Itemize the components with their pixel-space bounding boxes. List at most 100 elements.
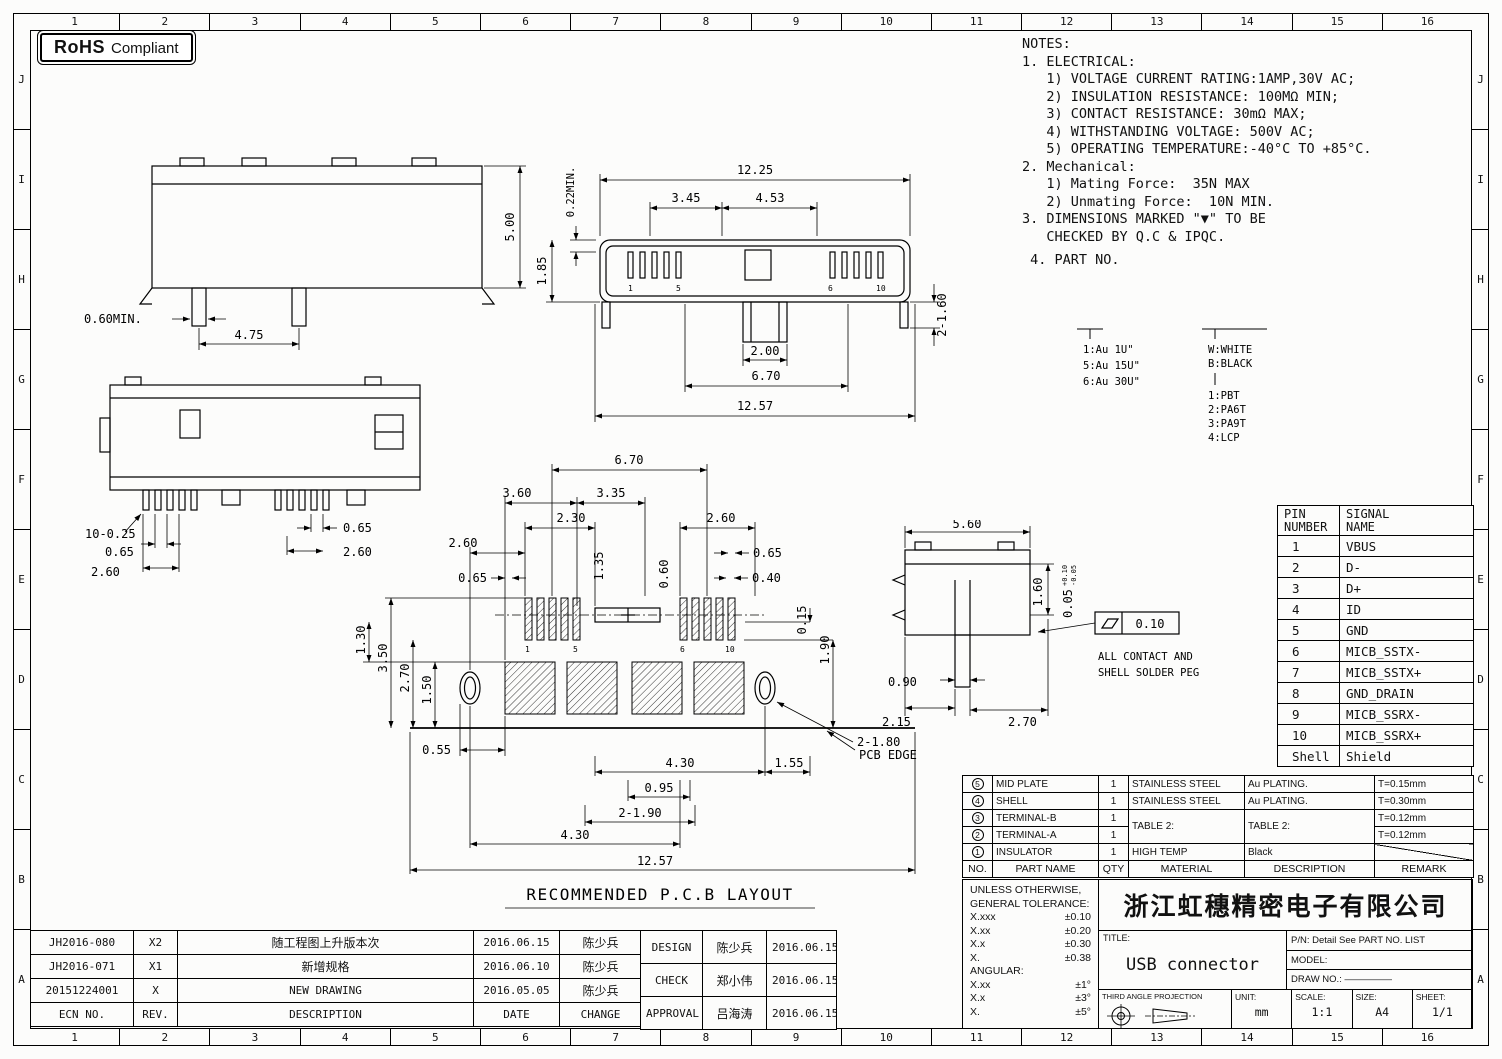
- zone-label: C: [13, 729, 30, 829]
- revision-row: JH2016-080 X2 随工程图上升版本次 2016.06.15 陈少兵: [30, 930, 642, 955]
- pcb-layout-title: RECOMMENDED P.C.B LAYOUT: [526, 885, 793, 904]
- tolerance-title: GENERAL TOLERANCE:: [970, 897, 1090, 910]
- pad-number: 5: [573, 645, 578, 654]
- bom-row: 2 TERMINAL-A 1 T=0.12mm: [962, 826, 1474, 844]
- dim-width: 5.60: [953, 520, 982, 531]
- cell: JH2016-080: [30, 930, 134, 955]
- zone-label: C: [1472, 729, 1489, 829]
- cell: TABLE 2:: [1128, 809, 1245, 844]
- note-line: 4. PART NO.: [1022, 252, 1120, 268]
- projection-label: THIRD ANGLE PROJECTION: [1102, 992, 1203, 1001]
- revision-row: 20151224001 X NEW DRAWING 2016.05.05 陈少兵: [30, 978, 642, 1003]
- zone-label: I: [1472, 129, 1489, 229]
- zone-label: I: [13, 129, 30, 229]
- connector-top-outline: [99, 376, 421, 511]
- note-line: 3) CONTACT RESISTANCE: 30mΩ MAX;: [1022, 106, 1307, 122]
- zone-label: 10: [840, 13, 931, 30]
- zone-label: 5: [389, 1029, 480, 1046]
- cell: D+: [1339, 577, 1474, 599]
- zone-label: E: [1472, 529, 1489, 629]
- cell: JH2016-071: [30, 954, 134, 979]
- zone-label: 7: [570, 13, 660, 30]
- cell: 陈少兵: [559, 954, 642, 979]
- cell: PART NAME: [992, 860, 1099, 878]
- dim: 0.60: [657, 560, 671, 589]
- cell: STAINLESS STEEL: [1128, 775, 1245, 793]
- cell: 1: [1277, 535, 1340, 557]
- cell: TERMINAL-A: [992, 826, 1099, 844]
- dim: 3.60: [503, 486, 532, 500]
- cell: X: [133, 978, 178, 1003]
- note-line: 1. ELECTRICAL:: [1022, 53, 1136, 70]
- cell: X1: [133, 954, 178, 979]
- cell: 1: [1098, 843, 1129, 861]
- dim: 3.50: [376, 644, 390, 673]
- zone-label: E: [13, 529, 30, 629]
- view-front-elevation: 1 5 6 10 12.25 3.45 4.53 0.22: [535, 163, 949, 422]
- dim-065-left: 0.65: [105, 545, 134, 559]
- zone-label: 16: [1381, 1029, 1472, 1046]
- cell: 1: [1098, 809, 1129, 827]
- cell: DESIGN: [640, 930, 703, 964]
- color-option: B:BLACK: [1208, 358, 1253, 370]
- note-line: 1) VOLTAGE CURRENT RATING:1AMP,30V AC;: [1022, 71, 1356, 87]
- projection-cell: THIRD ANGLE PROJECTION: [1099, 990, 1232, 1028]
- model-row: MODEL:: [1287, 951, 1472, 971]
- title-label: TITLE:: [1103, 933, 1131, 943]
- cell: 陈少兵: [559, 978, 642, 1003]
- unit-cell: UNIT:mm: [1232, 990, 1293, 1028]
- dim: 2-1.90: [618, 806, 661, 820]
- cell: SHELL: [992, 792, 1099, 810]
- part-number-row: P/N: Detail See PART NO. LIST: [1287, 931, 1472, 951]
- svg-text:0.05: 0.05: [1061, 589, 1075, 618]
- cell: 8: [1277, 682, 1340, 704]
- view-top: 10-0.25 0.65 2.60 0.65 2.60: [85, 376, 421, 579]
- note-line: 3. DIMENSIONS MARKED "▼" TO BE: [1022, 211, 1266, 227]
- bom-row: 4 SHELL 1 STAINLESS STEEL Au PLATING. T=…: [962, 792, 1474, 810]
- bom-row: 3 TERMINAL-B 1 TABLE 2: TABLE 2: T=0.12m…: [962, 809, 1474, 844]
- sheet-cell: SHEET:1/1: [1415, 992, 1453, 1019]
- cell: T=0.12mm: [1374, 809, 1474, 827]
- zone-label: 15: [1291, 1029, 1382, 1046]
- zone-label: 8: [660, 13, 750, 30]
- cell: 1: [1098, 775, 1129, 793]
- item-number: 5: [962, 775, 993, 793]
- cell: 5: [1277, 619, 1340, 641]
- dim-260-right: 2.60: [343, 545, 372, 559]
- zone-label: 7: [570, 1029, 660, 1046]
- zone-label: J: [1477, 73, 1484, 86]
- cell: Au PLATING.: [1244, 792, 1375, 810]
- cell: 7: [1277, 661, 1340, 683]
- tolerance-title: UNLESS OTHERWISE,: [970, 884, 1082, 896]
- material-option: 3:PA9T: [1208, 418, 1247, 430]
- pad-number: 1: [628, 284, 633, 293]
- tolerance-row: X.±0.38: [970, 951, 1091, 964]
- zone-label: 12: [1021, 13, 1111, 30]
- zone-label: 6: [479, 1029, 570, 1046]
- cell: NEW DRAWING: [177, 978, 474, 1003]
- cell: DESCRIPTION: [1244, 860, 1375, 878]
- cell: CHANGE: [559, 1002, 642, 1027]
- approval-table: DESIGN 陈少兵 2016.06.15 CHECK 郑小伟 2016.06.…: [640, 930, 837, 1030]
- dimension-lines: [904, 526, 1096, 716]
- zone-label: 14: [1201, 1029, 1291, 1046]
- zone-label: F: [1472, 429, 1489, 529]
- cell: 2016.06.15: [766, 996, 837, 1030]
- dim-b: 2.70: [1008, 715, 1037, 729]
- drawing-title: USB connector: [1125, 955, 1260, 975]
- cell: 2016.06.15: [473, 930, 560, 955]
- zone-label: 2: [119, 13, 209, 30]
- cell: 随工程图上升版本次: [177, 930, 474, 955]
- zone-label: 12: [1021, 1029, 1111, 1046]
- dimension-lines: [124, 513, 337, 572]
- bom-table: 5 MID PLATE 1 STAINLESS STEEL Au PLATING…: [962, 775, 1474, 878]
- tolerance-row: X.x±3°: [970, 992, 1091, 1004]
- cell: GND_DRAIN: [1339, 682, 1474, 704]
- cell: 郑小伟: [702, 963, 767, 997]
- bom-row: 5 MID PLATE 1 STAINLESS STEEL Au PLATING…: [962, 775, 1474, 793]
